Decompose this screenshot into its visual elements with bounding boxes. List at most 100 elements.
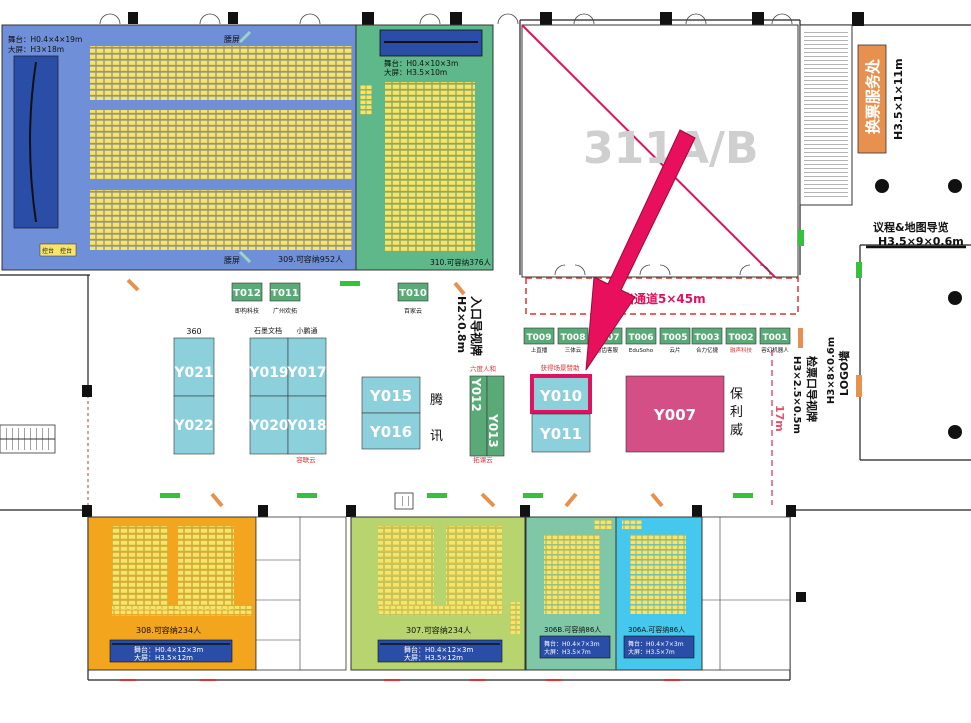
label-baoliwei-3: 威 — [730, 423, 743, 438]
booth-y020[interactable]: Y020 — [248, 395, 289, 455]
room-309-stage-block — [13, 55, 59, 229]
ticket-sign-size: H3×2.5×0.5m — [791, 356, 802, 434]
svg-text:云片: 云片 — [669, 346, 680, 354]
room-307-capacity: 307.可容纳234人 — [406, 625, 471, 635]
booth-t009[interactable]: T009 上直播 — [523, 327, 555, 354]
entrance-sign-label: 入口导视牌 — [469, 296, 484, 356]
room-310-side-seats — [360, 85, 372, 115]
svg-text:容幻机器人: 容幻机器人 — [761, 346, 789, 354]
booth-y012[interactable]: Y012 — [469, 375, 488, 457]
svg-text:Y007: Y007 — [653, 406, 696, 424]
staircase — [804, 30, 848, 200]
svg-text:T003: T003 — [695, 333, 720, 343]
svg-text:Y017: Y017 — [286, 365, 326, 381]
svg-text:合力亿捷: 合力亿捷 — [696, 346, 719, 354]
booth-y017[interactable]: Y017 — [286, 337, 327, 397]
booth-t001[interactable]: T001 容幻机器人 — [759, 327, 791, 354]
label-360: 360 — [186, 327, 201, 336]
booth-t011[interactable]: T011 广州欢拓 — [269, 282, 301, 315]
svg-text:T006: T006 — [629, 333, 654, 343]
booth-t005[interactable]: T005 云片 — [659, 327, 691, 354]
label-shimo: 石墨文档 — [254, 326, 282, 335]
svg-text:Y011: Y011 — [539, 425, 582, 443]
room-308-screen: 大屏：H3.5×12m — [134, 653, 193, 662]
passage-zone — [525, 277, 799, 315]
svg-text:智齿客服: 智齿客服 — [596, 346, 619, 354]
booth-y015[interactable]: Y015 — [361, 376, 421, 414]
svg-text:Y015: Y015 — [369, 387, 412, 405]
svg-text:T012: T012 — [233, 288, 261, 299]
wall-markers — [126, 230, 804, 510]
label-rongyun: 容联云 — [296, 455, 316, 464]
room-308-stage: 舞台：H0.4×12×3m — [134, 645, 203, 654]
booth-y010[interactable]: Y010 — [530, 374, 592, 414]
svg-text:Y021: Y021 — [173, 365, 213, 381]
room-309-seats — [90, 46, 352, 100]
svg-text:上直播: 上直播 — [531, 346, 548, 354]
left-escalator — [0, 424, 56, 454]
svg-text:Y022: Y022 — [173, 418, 213, 434]
room-310-seats — [385, 82, 475, 252]
room-309-screen: 大屏：H3×18m — [8, 44, 64, 54]
svg-text:T011: T011 — [271, 288, 299, 299]
svg-text:融声科技: 融声科技 — [730, 346, 753, 354]
booth-y011[interactable]: Y011 — [531, 413, 591, 453]
svg-text:Y019: Y019 — [248, 365, 288, 381]
service-desk — [857, 44, 887, 154]
label-tengxun-1: 腾 — [430, 392, 443, 408]
room-307-screen: 大屏：H3.5×12m — [404, 653, 463, 662]
booth-t002[interactable]: T002 融声科技 — [725, 327, 757, 354]
booth-y013[interactable]: Y013 — [486, 375, 505, 457]
label-baoliwei-1: 保 — [730, 387, 743, 402]
room-311: 311A/B — [521, 24, 799, 301]
room-310-stage: 舞台：H0.4×10×3m — [384, 58, 458, 68]
booth-t012[interactable]: T012 即构科技 — [231, 282, 263, 315]
room-308: 308.可容纳234人 舞台：H0.4×12×3m 大屏：H3.5×12m — [87, 516, 257, 671]
booth-t010[interactable]: T010 百家云 — [397, 282, 429, 315]
distance-label: 17m — [773, 405, 786, 432]
logo-wall-size: H3×8×0.6m — [826, 337, 837, 404]
room-309-bottom-screen-label: 腰屏 — [224, 256, 240, 265]
svg-text:即构科技: 即构科技 — [235, 307, 259, 315]
booth-y022[interactable]: Y022 — [173, 395, 215, 455]
booth-y016[interactable]: Y016 — [361, 412, 421, 450]
booth-y018[interactable]: Y018 — [286, 395, 327, 455]
svg-text:Y010: Y010 — [539, 387, 582, 405]
room-306a-stage: 舞台：H0.4×7×3m — [628, 640, 684, 648]
booth-t003[interactable]: T003 合力亿捷 — [691, 327, 723, 354]
room-309-screen-curve — [29, 61, 37, 223]
label-y010-tag: 获得场景赞助 — [541, 363, 581, 372]
logo-wall-marker — [856, 375, 862, 397]
svg-text:广州欢拓: 广州欢拓 — [273, 307, 297, 315]
service-desk-label: 换票服务处 — [864, 58, 882, 134]
pillars — [82, 12, 864, 602]
booth-y021[interactable]: Y021 — [173, 337, 215, 397]
booth-t006[interactable]: T006 EduSoho — [625, 327, 657, 354]
green-marker — [856, 262, 862, 278]
svg-text:百家云: 百家云 — [404, 307, 422, 315]
service-desk-size: H3.5×1×11m — [892, 58, 905, 140]
room-306a-screen: 大屏：H3.5×7m — [628, 648, 675, 656]
room-309-stage: 舞台：H0.4×4×19m — [8, 34, 82, 44]
label-tengxun-2: 讯 — [430, 429, 443, 444]
label-xiaopeng: 小鹏通 — [297, 326, 318, 335]
signs: 入口导视牌 H2×0.8m 检票口导视牌 H3×2.5×0.5m 17m 让出通… — [453, 277, 819, 505]
booth-t008[interactable]: T008 三体云 — [557, 327, 589, 354]
svg-text:T009: T009 — [527, 333, 552, 343]
booth-y007[interactable]: Y007 — [625, 375, 725, 453]
svg-text:Y018: Y018 — [286, 418, 326, 434]
booth-y019[interactable]: Y019 — [248, 337, 289, 397]
svg-text:Y012: Y012 — [469, 377, 483, 412]
door-arcs-top — [99, 13, 793, 25]
svg-text:EduSoho: EduSoho — [629, 348, 654, 354]
svg-text:控台: 控台 — [42, 247, 54, 255]
room-309: 舞台：H0.4×4×19m 大屏：H3×18m 控台 控台 腰屏 腰屏 309.… — [1, 24, 357, 271]
label-baoliwei-2: 利 — [730, 405, 743, 420]
label-liuduren: 六度人和 — [470, 364, 496, 373]
svg-text:控台: 控台 — [60, 247, 72, 255]
room-309-seats — [90, 190, 352, 250]
room-306b-screen: 大屏：H3.5×7m — [544, 648, 591, 656]
right-panel: 换票服务处 H3.5×1×11m 议程&地图导览 H3.5×9×0.6m LOG… — [799, 24, 966, 439]
room-310-screen: 大屏：H3.5×10m — [384, 67, 447, 77]
